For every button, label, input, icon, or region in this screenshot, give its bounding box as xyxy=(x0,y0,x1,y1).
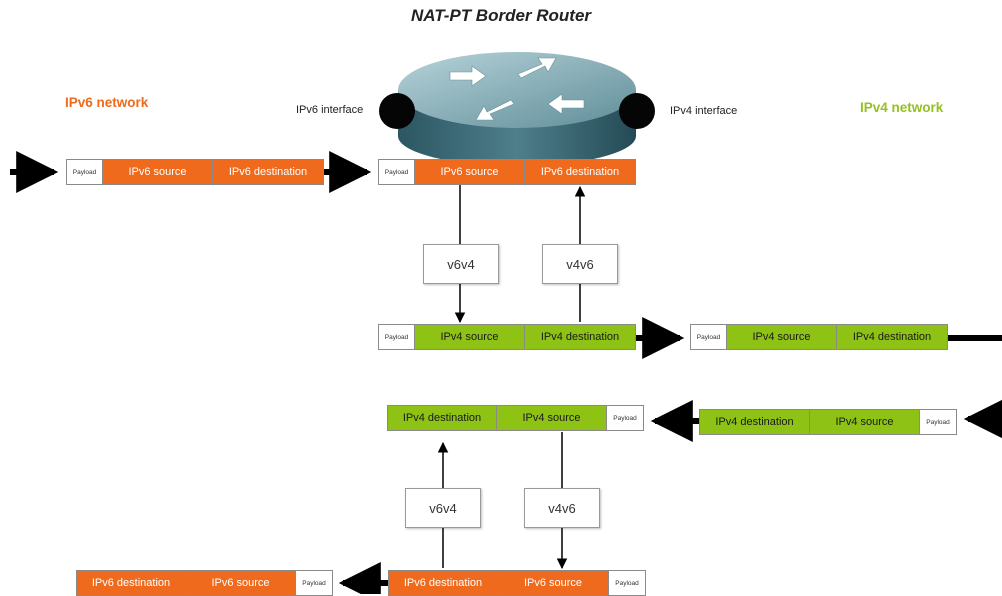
ipv6-network-label: IPv6 network xyxy=(65,95,149,110)
payload-field: Payload xyxy=(690,324,727,350)
ipv6-packet-return-translated: IPv6 destination IPv6 source Payload xyxy=(388,570,646,596)
ipv4-network-label: IPv4 network xyxy=(860,100,944,115)
v4v6-translator-box: v4v6 xyxy=(542,244,618,284)
ipv6-packet-at-router: Payload IPv6 source IPv6 destination xyxy=(378,159,636,185)
payload-field: Payload xyxy=(378,324,415,350)
ipv6-destination-field: IPv6 destination xyxy=(76,570,186,596)
ipv4-packet-return-inbound: IPv4 destination IPv4 source Payload xyxy=(699,409,957,435)
ipv4-packet-translated: Payload IPv4 source IPv4 destination xyxy=(378,324,636,350)
ipv4-destination-field: IPv4 destination xyxy=(525,324,636,350)
v6v4-translator-box-return: v6v4 xyxy=(405,488,481,528)
ipv4-interface-label: IPv4 interface xyxy=(670,105,738,117)
router-icon xyxy=(398,52,636,166)
ipv6-interface-label: IPv6 interface xyxy=(296,104,364,116)
ipv4-source-field: IPv4 source xyxy=(415,324,525,350)
payload-field: Payload xyxy=(920,409,957,435)
ipv6-interface-port-icon xyxy=(379,93,415,129)
payload-field: Payload xyxy=(66,159,103,185)
v6v4-translator-box: v6v4 xyxy=(423,244,499,284)
ipv4-destination-field: IPv4 destination xyxy=(699,409,810,435)
ipv6-destination-field: IPv6 destination xyxy=(213,159,324,185)
ipv4-destination-field: IPv4 destination xyxy=(387,405,497,431)
ipv6-source-field: IPv6 source xyxy=(415,159,525,185)
payload-field: Payload xyxy=(378,159,415,185)
payload-field: Payload xyxy=(609,570,646,596)
ipv4-destination-field: IPv4 destination xyxy=(837,324,948,350)
payload-field: Payload xyxy=(296,570,333,596)
ipv6-packet-return-outbound: IPv6 destination IPv6 source Payload xyxy=(76,570,333,596)
ipv6-packet-inbound: Payload IPv6 source IPv6 destination xyxy=(66,159,324,185)
ipv4-source-field: IPv4 source xyxy=(727,324,837,350)
payload-field: Payload xyxy=(607,405,644,431)
ipv4-interface-port-icon xyxy=(619,93,655,129)
ipv6-destination-field: IPv6 destination xyxy=(525,159,636,185)
ipv6-source-field: IPv6 source xyxy=(498,570,609,596)
ipv4-source-field: IPv4 source xyxy=(810,409,920,435)
ipv4-packet-outbound: Payload IPv4 source IPv4 destination xyxy=(690,324,948,350)
diagram-title: NAT-PT Border Router xyxy=(410,6,592,25)
ipv6-source-field: IPv6 source xyxy=(103,159,213,185)
ipv6-source-field: IPv6 source xyxy=(186,570,296,596)
ipv4-source-field: IPv4 source xyxy=(497,405,607,431)
v4v6-translator-box-return: v4v6 xyxy=(524,488,600,528)
ipv6-destination-field: IPv6 destination xyxy=(388,570,498,596)
ipv4-packet-return-at-router: IPv4 destination IPv4 source Payload xyxy=(387,405,644,431)
